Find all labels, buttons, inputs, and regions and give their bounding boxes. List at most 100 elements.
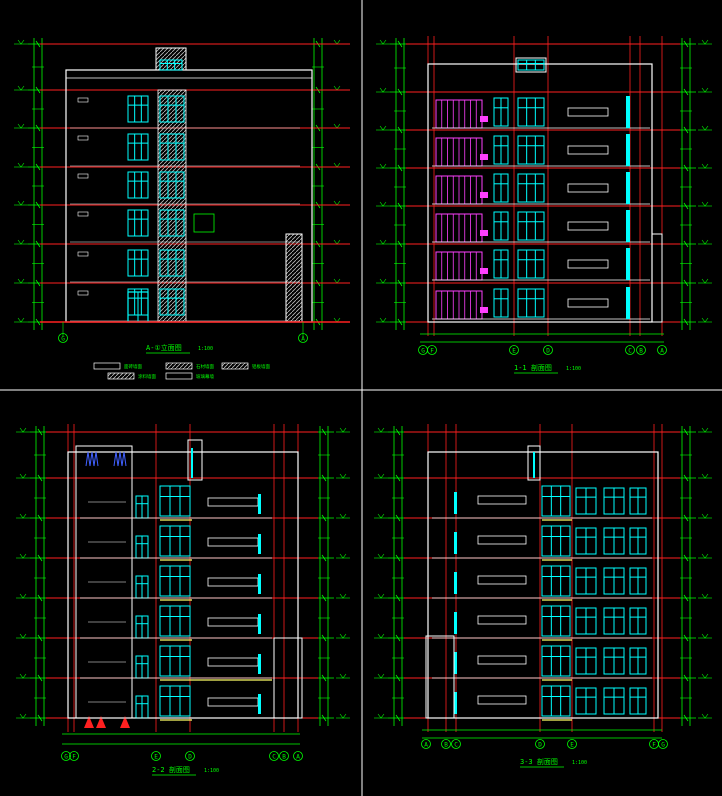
- window: [159, 249, 185, 277]
- window: [127, 209, 149, 237]
- glass-strip: [454, 692, 457, 714]
- railing-marker: [480, 192, 488, 198]
- axis-label: D: [188, 754, 192, 761]
- window: [575, 567, 597, 595]
- axis-bubble: A: [421, 739, 431, 749]
- window: [493, 288, 509, 318]
- legend-label: 玻璃幕墙: [196, 373, 214, 380]
- panel-scale: 1:100: [572, 760, 587, 766]
- axis-label: E: [154, 754, 158, 761]
- glass-strip: [454, 532, 457, 554]
- axis-bubble: F: [69, 751, 79, 761]
- window: [493, 249, 509, 279]
- parapet: [527, 445, 541, 481]
- glass-strip: [258, 694, 261, 714]
- window: [603, 527, 625, 555]
- window: [517, 249, 545, 279]
- stair-tower: [157, 89, 187, 323]
- stair-roof-icons: [85, 451, 127, 467]
- glass-strip: [454, 652, 457, 674]
- window: [159, 485, 191, 517]
- window: [159, 59, 183, 71]
- dimension-column: [676, 38, 696, 330]
- room-label-box: [567, 107, 609, 117]
- axis-bubble: D: [543, 345, 553, 355]
- level-marks: [336, 427, 350, 719]
- window: [575, 647, 597, 675]
- legend-label: 涂料墙面: [138, 373, 156, 380]
- panel-title-text: A-①立面图: [146, 343, 182, 352]
- axis-bubble: G: [61, 751, 71, 761]
- railing-marker: [480, 268, 488, 274]
- glass-strip: [626, 287, 630, 319]
- axis-label: B: [282, 754, 286, 761]
- glass-strip: [626, 210, 630, 242]
- window: [159, 605, 191, 637]
- railing-marker: [480, 307, 488, 313]
- panel-title-text: 2-2 剖面图: [152, 765, 190, 774]
- axis-label: A: [301, 336, 305, 343]
- legend-swatch: [93, 362, 121, 370]
- axis-label: B: [444, 742, 448, 749]
- axis-label: G: [421, 348, 425, 355]
- axis-bubble: E: [509, 345, 519, 355]
- axis-label: D: [538, 742, 542, 749]
- axis-label: C: [272, 754, 276, 761]
- room-label-box: [477, 535, 527, 545]
- panel-title-text: 1-1 剖面图: [514, 363, 552, 372]
- glass-strip: [454, 612, 457, 634]
- room-label-box: [477, 575, 527, 585]
- room-label-box: [567, 259, 609, 269]
- glass-strip: [454, 572, 457, 594]
- ground-markers: [84, 716, 130, 728]
- level-marks: [698, 39, 712, 323]
- axis-label: C: [628, 348, 632, 355]
- room-label-box: [567, 145, 609, 155]
- window: [575, 487, 597, 515]
- window: [159, 565, 191, 597]
- window: [127, 133, 149, 161]
- legend-label: 铝板墙面: [252, 363, 270, 370]
- axis-bubble: C: [625, 345, 635, 355]
- window: [493, 135, 509, 165]
- window: [629, 607, 647, 635]
- window: [517, 211, 545, 241]
- window: [575, 607, 597, 635]
- window: [159, 95, 185, 123]
- axis-label: F: [430, 348, 434, 355]
- level-marks: [16, 427, 30, 719]
- axis-bubble: A: [298, 333, 308, 343]
- legend-label: 面砖墙面: [124, 363, 142, 370]
- railing-marker: [480, 116, 488, 122]
- level-marks: [376, 39, 390, 323]
- axis-bubble: F: [427, 345, 437, 355]
- axis-bubble: B: [279, 751, 289, 761]
- window: [159, 209, 185, 237]
- room-label-box: [477, 695, 527, 705]
- window: [541, 525, 571, 557]
- window: [541, 605, 571, 637]
- window: [629, 527, 647, 555]
- axis-bubble: B: [441, 739, 451, 749]
- level-marks: [698, 427, 712, 719]
- frame: [193, 213, 215, 233]
- annex: [285, 233, 303, 323]
- window: [629, 687, 647, 715]
- panel-scale: 1:100: [204, 768, 219, 774]
- panel-title: 2-2 剖面图 1:100: [152, 765, 219, 776]
- axis-bubble: C: [269, 751, 279, 761]
- window: [517, 173, 545, 203]
- axis-label: G: [661, 742, 665, 749]
- window: [629, 487, 647, 515]
- axis-label: E: [512, 348, 516, 355]
- room-label-box: [567, 298, 609, 308]
- glass-strip: [454, 492, 457, 514]
- level-marks: [14, 39, 28, 323]
